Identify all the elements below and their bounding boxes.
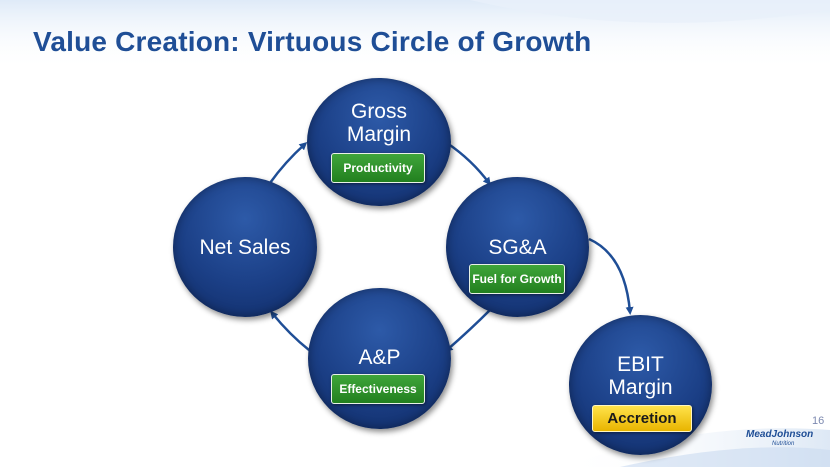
gross-margin-line2: Margin	[346, 123, 412, 146]
arrow-sga-to-ap	[444, 309, 491, 352]
arrow-ap-to-netsales	[270, 310, 310, 351]
arrow-netsales-to-gross	[268, 141, 308, 184]
arrow-gross-to-sga	[446, 141, 491, 186]
brand-logo: MeadJohnson	[746, 429, 814, 440]
ebit-margin-line1: EBIT	[617, 353, 664, 376]
accretion-badge: Accretion	[592, 405, 692, 432]
arrow-sga-to-ebit	[588, 237, 634, 315]
effectiveness-badge: Effectiveness	[331, 374, 425, 404]
gross-margin-circle	[307, 78, 451, 206]
sga-label: SG&A	[488, 236, 547, 259]
net-sales-circle	[173, 177, 317, 317]
ap-circle	[308, 288, 451, 429]
brand-logo-sub: Nutrition	[772, 441, 795, 447]
gross-margin-label: Gross Margin	[307, 100, 451, 146]
net-sales-label: Net Sales	[199, 236, 291, 259]
ap-label: A&P	[358, 346, 401, 369]
page-number: 16	[812, 415, 825, 427]
ebit-margin-label: EBIT Margin	[569, 353, 712, 399]
productivity-badge: Productivity	[331, 153, 425, 183]
slide-title: Value Creation: Virtuous Circle of Growt…	[33, 26, 592, 57]
gross-margin-line1: Gross	[350, 100, 407, 123]
fuel-for-growth-badge: Fuel for Growth	[469, 264, 565, 294]
ebit-margin-line2: Margin	[608, 376, 673, 399]
